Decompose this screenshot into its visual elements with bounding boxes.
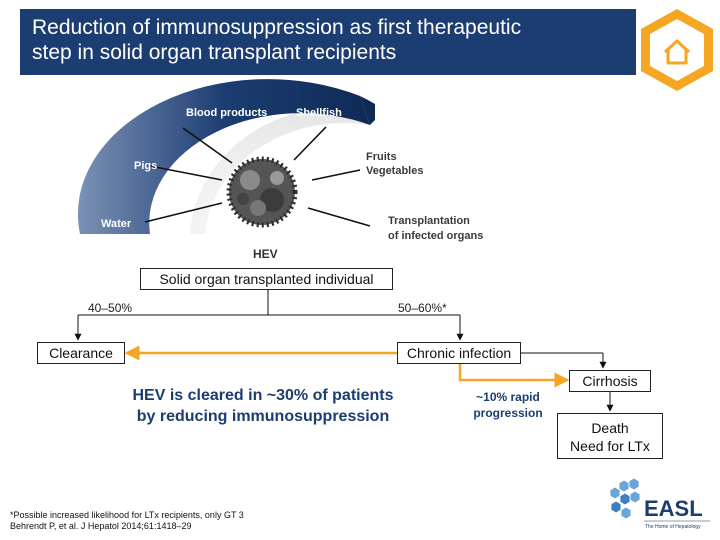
chronic-percent: 50–60%*: [398, 301, 447, 315]
transplanted-individual-box: Solid organ transplanted individual: [140, 268, 393, 290]
footnote-citation: Behrendt P, et al. J Hepatol 2014;61:141…: [10, 521, 192, 531]
title-line-1: Reduction of immunosuppression as first …: [32, 16, 522, 39]
source-transplant-line-1: Transplantation: [388, 215, 470, 227]
source-vegetables: Vegetables: [366, 165, 424, 177]
title-line-2: step in solid organ transplant recipient…: [32, 41, 397, 64]
source-transplant-line-2: of infected organs: [388, 230, 484, 242]
result-line-1: HEV is cleared in ~30% of patients: [132, 387, 394, 404]
footnote: *Possible increased likelihood for LTx r…: [10, 510, 244, 532]
cirrhosis-box: Cirrhosis: [569, 370, 651, 392]
clearance-label: Clearance: [49, 345, 113, 361]
logo-tagline: The Home of Hepatology: [645, 524, 701, 530]
slide-title: Reduction of immunosuppression as first …: [32, 15, 632, 65]
source-blood-products: Blood products: [186, 107, 268, 119]
source-water: Water: [101, 218, 132, 230]
chronic-infection-label: Chronic infection: [406, 345, 512, 361]
chronic-infection-box: Chronic infection: [397, 342, 521, 364]
source-shellfish: Shellfish: [296, 107, 342, 119]
ltx-need-label: Need for LTx: [570, 438, 650, 454]
result-statement: HEV is cleared in ~30% of patients by re…: [100, 385, 426, 427]
footnote-line-1: *Possible increased likelihood for LTx r…: [10, 510, 244, 520]
source-pigs: Pigs: [134, 160, 158, 172]
clearance-percent: 40–50%: [88, 301, 133, 315]
clearance-box: Clearance: [37, 342, 125, 364]
transplanted-individual-label: Solid organ transplanted individual: [159, 271, 374, 287]
rapid-line-1: ~10% rapid: [476, 390, 540, 404]
hev-label: HEV: [253, 247, 278, 261]
logo-name: EASL: [644, 496, 703, 521]
home-icon[interactable]: [636, 5, 718, 95]
source-fruits: Fruits: [366, 151, 397, 163]
death-label: Death: [591, 420, 629, 436]
title-bar: Reduction of immunosuppression as first …: [20, 9, 636, 75]
rapid-line-2: progression: [473, 406, 543, 420]
death-ltx-box: Death Need for LTx: [557, 413, 663, 459]
result-line-2: by reducing immunosuppression: [136, 408, 390, 425]
easl-logo[interactable]: EASL The Home of Hepatology: [604, 474, 714, 534]
cirrhosis-label: Cirrhosis: [582, 373, 638, 389]
rapid-progression-note: ~10% rapid progression: [458, 389, 558, 421]
virus-icon: [226, 156, 298, 228]
